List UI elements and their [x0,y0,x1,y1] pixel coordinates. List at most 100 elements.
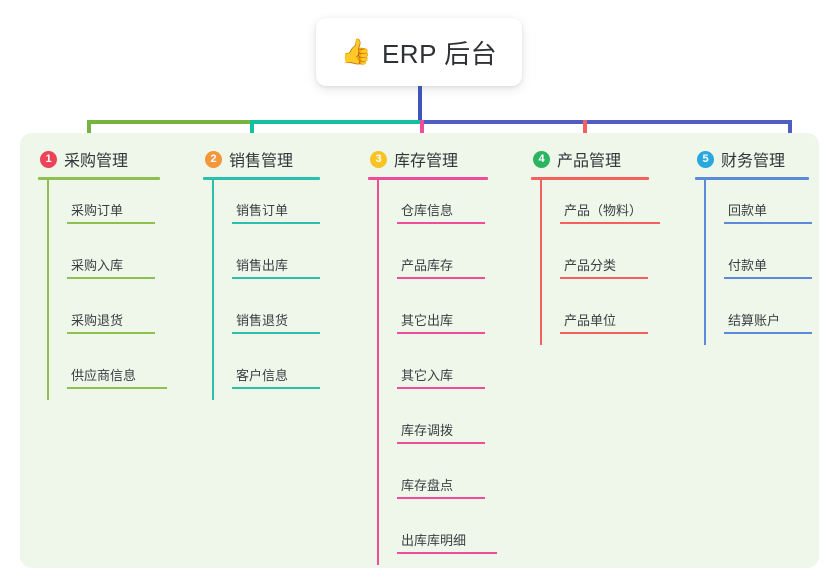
column-title: 采购管理 [64,153,129,170]
column-spine [540,180,542,345]
list-item[interactable]: 仓库信息 [397,180,488,235]
list-item-label: 结算账户 [728,313,781,328]
column-spine [212,180,214,400]
column-title: 库存管理 [394,153,459,170]
list-item-label: 仓库信息 [401,203,454,218]
list-item-label: 产品（物料） [564,203,643,218]
column-5[interactable]: 5 财务管理回款单付款单结算账户 [695,146,812,345]
trunk-line [418,86,422,124]
list-item-label: 其它出库 [401,313,454,328]
list-item-rule [560,277,648,279]
connector-teal-segment [250,120,424,124]
column-items: 产品（物料） 产品分类产品单位 [540,180,660,345]
column-title: 产品管理 [557,153,622,170]
number-badge-icon: 2 [205,150,222,168]
thumbs-up-icon: 👍 [340,37,372,66]
list-item-label: 产品单位 [564,313,617,328]
column-underline [38,177,160,180]
list-item[interactable]: 付款单 [724,235,812,290]
list-item[interactable]: 库存调拨 [397,400,488,455]
column-underline [368,177,488,180]
column-spine [704,180,706,345]
list-item-rule [232,332,320,334]
list-item-rule [232,277,320,279]
list-item-rule [67,387,167,389]
list-item[interactable]: 其它入库 [397,345,488,400]
list-item-rule [560,332,648,334]
list-item-label: 销售订单 [236,203,289,218]
list-item-rule [724,332,812,334]
column-underline [203,177,320,180]
number-badge-icon: 4 [533,150,550,168]
column-items: 回款单付款单结算账户 [704,180,812,345]
connector-green-segment [87,120,254,124]
list-item-label: 采购入库 [71,258,124,273]
number-badge-icon: 3 [370,150,387,168]
list-item[interactable]: 其它出库 [397,290,488,345]
column-items: 仓库信息产品库存其它出库其它入库库存调拨库存盘点出库库明细 [377,180,497,565]
list-item[interactable]: 回款单 [724,180,812,235]
column-header-1[interactable]: 1 采购管理 [38,146,160,172]
list-item[interactable]: 采购订单 [67,180,160,235]
column-4[interactable]: 4 产品管理产品（物料） 产品分类产品单位 [531,146,660,345]
list-item[interactable]: 采购退货 [67,290,160,345]
list-item-label: 供应商信息 [71,368,137,383]
list-item-rule [724,277,812,279]
list-item-rule [67,222,155,224]
column-items: 销售订单销售出库销售退货客户信息 [212,180,320,400]
list-item[interactable]: 客户信息 [232,345,320,400]
list-item-rule [397,442,485,444]
list-item-label: 出库库明细 [401,533,467,548]
list-item-rule [232,387,320,389]
number-badge-icon: 1 [40,150,57,168]
column-1[interactable]: 1 采购管理采购订单采购入库采购退货供应商信息 [38,146,167,400]
column-underline [531,177,649,180]
column-3[interactable]: 3 库存管理仓库信息产品库存其它出库其它入库库存调拨库存盘点出库库明细 [368,146,497,565]
list-item-rule [397,277,485,279]
list-item-label: 付款单 [728,258,768,273]
list-item-rule [67,332,155,334]
column-header-4[interactable]: 4 产品管理 [531,146,649,172]
list-item-rule [560,222,660,224]
list-item[interactable]: 产品库存 [397,235,488,290]
list-item[interactable]: 采购入库 [67,235,160,290]
column-items: 采购订单采购入库采购退货供应商信息 [47,180,167,400]
list-item-label: 客户信息 [236,368,289,383]
column-spine [377,180,379,565]
list-item-label: 采购订单 [71,203,124,218]
list-item-label: 其它入库 [401,368,454,383]
number-badge-icon: 5 [697,150,714,168]
connector-indigo-segment [420,120,792,124]
list-item-label: 产品库存 [401,258,454,273]
list-item-label: 采购退货 [71,313,124,328]
list-item[interactable]: 销售出库 [232,235,320,290]
list-item-rule [232,222,320,224]
list-item[interactable]: 销售退货 [232,290,320,345]
list-item[interactable]: 出库库明细 [397,510,497,565]
list-item[interactable]: 结算账户 [724,290,812,345]
list-item-rule [397,387,485,389]
list-item[interactable]: 产品单位 [560,290,649,345]
list-item-rule [397,552,497,554]
list-item[interactable]: 库存盘点 [397,455,488,510]
list-item-rule [397,222,485,224]
list-item-label: 销售出库 [236,258,289,273]
list-item[interactable]: 供应商信息 [67,345,167,400]
list-item[interactable]: 产品分类 [560,235,649,290]
column-title: 财务管理 [721,153,786,170]
list-item-rule [397,332,485,334]
list-item-label: 销售退货 [236,313,289,328]
list-item-rule [397,497,485,499]
list-item-label: 回款单 [728,203,768,218]
root-node-title: ERP 后台 [381,38,498,69]
column-header-3[interactable]: 3 库存管理 [368,146,488,172]
list-item-rule [67,277,155,279]
list-item-rule [724,222,812,224]
list-item-label: 库存调拨 [401,423,454,438]
column-header-5[interactable]: 5 财务管理 [695,146,809,172]
list-item[interactable]: 销售订单 [232,180,320,235]
root-node[interactable]: 👍 ERP 后台 [316,18,522,86]
list-item[interactable]: 产品（物料） [560,180,660,235]
